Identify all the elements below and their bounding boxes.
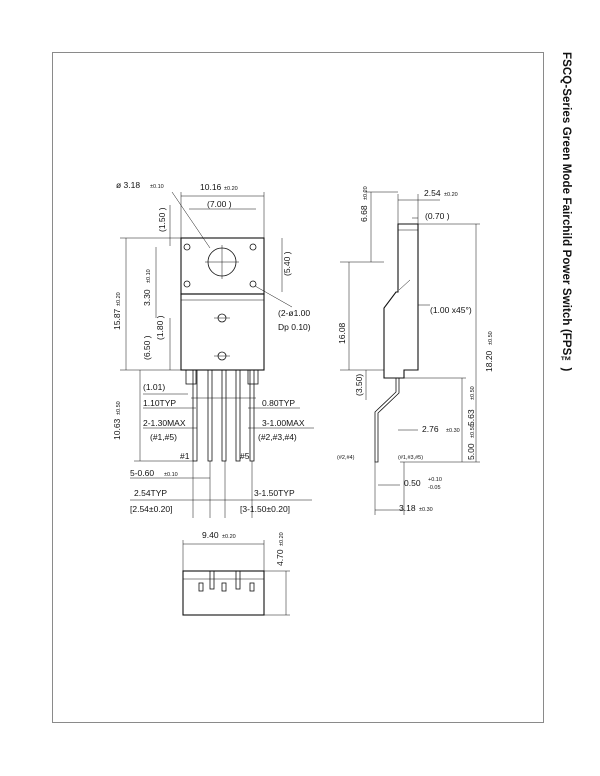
max-left-label-1: 2-1.30MAX [143, 418, 186, 428]
lead-thk-tol-plus: +0.10 [428, 477, 442, 483]
offset-tol: ±0.30 [446, 428, 460, 434]
mid-ref-label: (1.80 ) [155, 315, 165, 340]
hole-offset-label: 3.30 [142, 289, 152, 306]
pin-width-label: 5-0.60 [130, 468, 154, 478]
depth-label: 3.18 [399, 503, 416, 513]
inner-width-label: (7.00 ) [207, 199, 232, 209]
pitch-typ-label: 2.54TYP [134, 488, 167, 498]
body-width-tol: ±0.20 [224, 186, 238, 192]
pin5-label: #5 [240, 451, 250, 461]
total-height-label: 18.20 [484, 350, 494, 372]
pin-hole-label-2: Dp 0.10) [278, 322, 311, 332]
page-header-title: FSCQ-Series Green Mode Fairchild Power S… [560, 52, 572, 372]
side-view [340, 191, 480, 515]
lower-ref-label: (6.50 ) [142, 335, 152, 360]
front-view [120, 191, 314, 518]
lead-length-tol: ±0.50 [116, 401, 122, 415]
span-typ-label: 3-1.50TYP [254, 488, 295, 498]
foot-label: 5.00 [466, 443, 476, 460]
lead-thk-label: 0.50 [404, 478, 421, 488]
pin-width-tol: ±0.10 [164, 472, 178, 478]
drawing-frame [52, 52, 544, 723]
side-view-labels: 2.54 ±0.20 (0.70 ) 6.68 ±0.20 (1.00 x45°… [337, 186, 494, 513]
bend-height-label: 5.63 [466, 409, 476, 426]
front-view-labels: ø 3.18 ±0.10 10.16 ±0.20 (7.00 ) (1.50 )… [112, 180, 311, 514]
top-width-tol: ±0.20 [444, 192, 458, 198]
offset-label: 2.76 [422, 424, 439, 434]
body-height-tol: ±0.20 [116, 292, 122, 306]
hole-dia-tol: ±0.10 [150, 184, 164, 190]
bend-ref-label: (3.50) [354, 374, 364, 396]
max-right-label-1: 3-1.00MAX [262, 418, 305, 428]
side-ref-label: (5.40 ) [282, 251, 292, 276]
bottom-width-label: 9.40 [202, 530, 219, 540]
hole-dia-label: ø 3.18 [116, 180, 140, 190]
pins-left-label: (#2,#4) [337, 455, 355, 461]
max-left-label-2: (#1,#5) [150, 432, 177, 442]
bottom-view [182, 540, 290, 616]
tab-height-tol: ±0.20 [363, 186, 369, 200]
typ-left-label: 1.10TYP [143, 398, 176, 408]
pin1-label: #1 [180, 451, 190, 461]
bottom-height-tol: ±0.20 [279, 532, 285, 546]
typ-right-label: 0.80TYP [262, 398, 295, 408]
tab-height-label: 6.68 [359, 205, 369, 222]
pin-hole-label-1: (2-ø1.00 [278, 308, 310, 318]
chamfer-label: (1.00 x45°) [430, 305, 472, 315]
lead-length-label: 10.63 [112, 418, 122, 440]
tab-ref-label: (0.70 ) [425, 211, 450, 221]
max-right-label-2: (#2,#3,#4) [258, 432, 297, 442]
lead-thk-tol-minus: -0.05 [428, 485, 441, 491]
span-bracket-label: [3-1.50±0.20] [240, 504, 290, 514]
pins-right-label: (#1,#3,#5) [398, 455, 423, 461]
bottom-width-tol: ±0.20 [222, 534, 236, 540]
body-height-label: 15.87 [112, 308, 122, 330]
pitch-bracket-label: [2.54±0.20] [130, 504, 172, 514]
hole-offset-tol: ±0.10 [146, 269, 152, 283]
body-height-side-label: 16.08 [337, 322, 347, 344]
body-width-label: 10.16 [200, 182, 222, 192]
top-width-label: 2.54 [424, 188, 441, 198]
bottom-view-labels: 9.40 ±0.20 4.70 ±0.20 [202, 530, 285, 566]
total-height-tol: ±0.50 [488, 331, 494, 345]
bottom-height-label: 4.70 [275, 549, 285, 566]
shoulder-ref-label: (1.01) [143, 382, 165, 392]
bend-height-tol: ±0.50 [470, 386, 476, 400]
top-ref-label: (1.50 ) [157, 207, 167, 232]
foot-tol: ±0.50 [470, 424, 476, 438]
depth-tol: ±0.30 [419, 507, 433, 513]
